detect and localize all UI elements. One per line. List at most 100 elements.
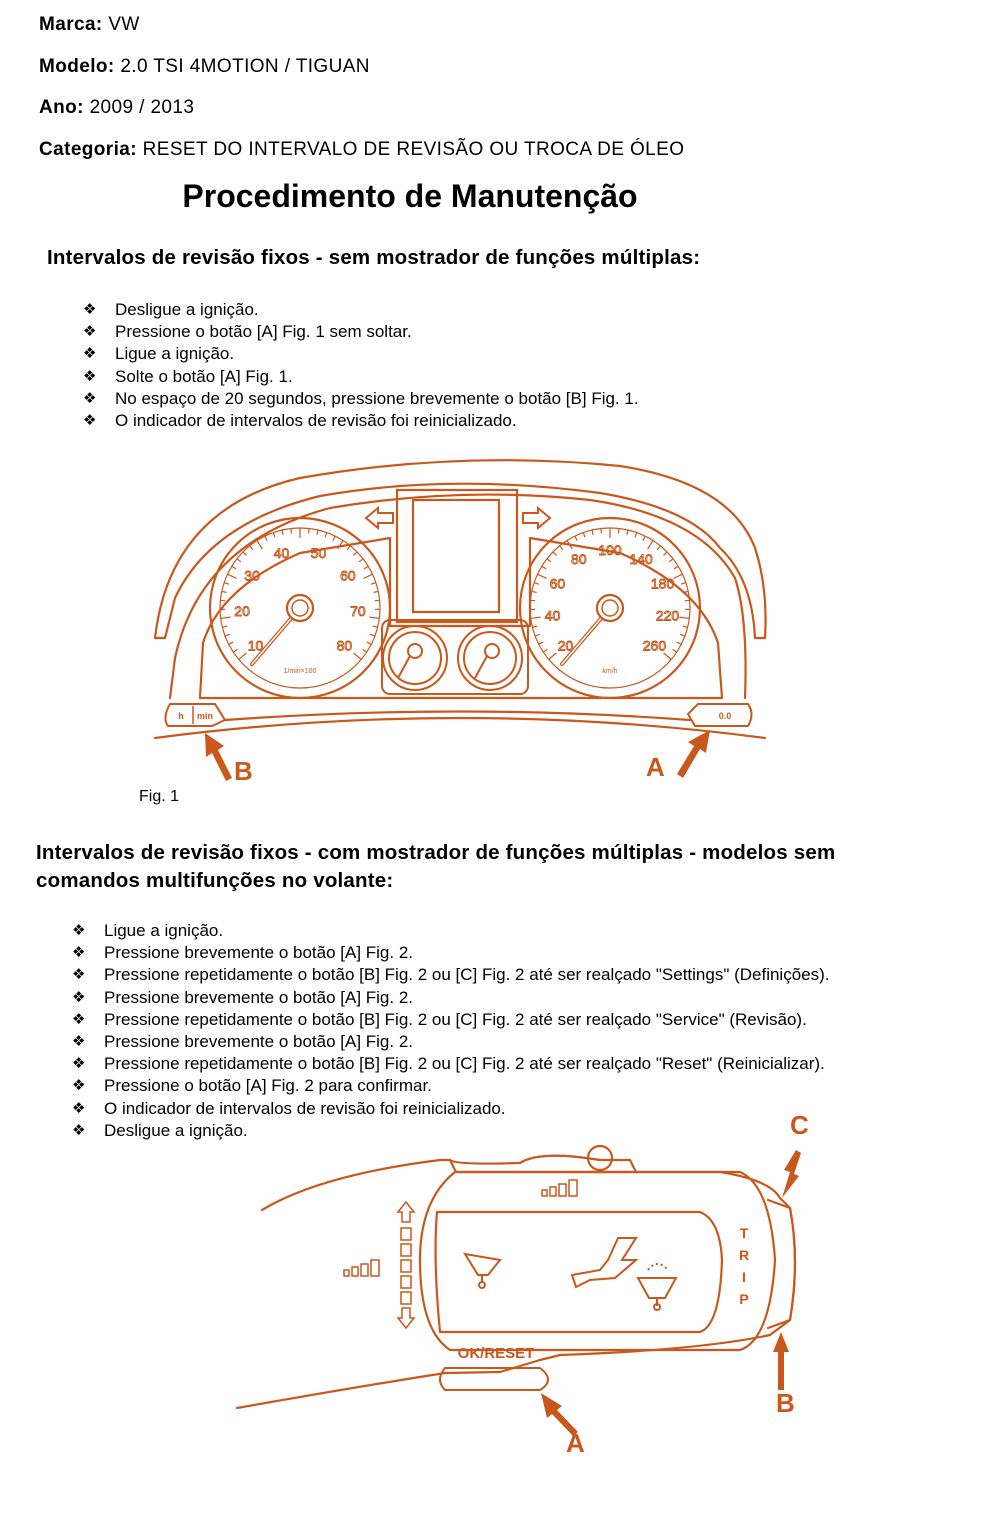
bullet-icon: ❖ [83, 301, 97, 318]
arrow-b2-icon [773, 1332, 789, 1390]
rear-wiper-icon [462, 1252, 502, 1283]
section2-step-text: Ligue a ignição. [104, 921, 224, 940]
gauge-tick-label: 260 [643, 637, 667, 653]
arrow-a-icon [677, 730, 710, 778]
section1-step-text: Pressione o botão [A] Fig. 1 sem soltar. [115, 322, 412, 342]
bullet-icon: ❖ [72, 966, 86, 984]
section1-step: ❖ Ligue a ignição. [83, 343, 639, 365]
gauge-tick-label: 60 [340, 567, 356, 583]
bullet-icon: ❖ [72, 1099, 86, 1117]
btn-trip-label: 0.0 [719, 711, 732, 721]
model-value: 2.0 TSI 4MOTION / TIGUAN [120, 56, 370, 77]
gauge-tick-label: 30 [244, 567, 260, 583]
gauge-tick-label: 40 [545, 608, 561, 624]
bullet-icon: ❖ [83, 411, 97, 429]
arrow-b-icon [205, 733, 232, 781]
label-b: B [234, 756, 253, 786]
cluster-housing [153, 459, 767, 640]
bullet-icon: ❖ [83, 345, 97, 363]
gauge-hub [595, 593, 625, 623]
gauge-tick-label: 80 [337, 637, 353, 653]
section1-step: ❖ Solte o botão [A] Fig. 1. [83, 366, 639, 388]
brand-value: VW [108, 14, 140, 35]
year-value: 2009 / 2013 [89, 97, 195, 118]
section1-step-text: Desligue a ignição. [115, 300, 259, 319]
gauge-tick-label: 100 [598, 542, 622, 558]
button-a-trip[interactable]: 0.0 [686, 703, 753, 727]
section2-step: ❖Pressione repetidamente o botão [B] Fig… [72, 964, 830, 986]
section1-step-text: Solte o botão [A] Fig. 1. [115, 366, 293, 386]
bullet-icon: ❖ [72, 922, 86, 939]
year-line: Ano: 2009 / 2013 [39, 97, 194, 119]
gauge-tick-label: 40 [274, 545, 290, 561]
category-value: RESET DO INTERVALO DE REVISÃO OU TROCA D… [142, 139, 685, 160]
left-turn-arrow-icon [364, 505, 394, 531]
section2-step-text: O indicador de intervalos de revisão foi… [104, 1098, 506, 1118]
gauge-tick-label: 80 [571, 551, 587, 567]
section2-step: ❖ Pressione repetidamente o botão [B] Fig… [72, 1053, 830, 1075]
center-display-frame [395, 488, 519, 624]
page-title: Procedimento de Manutenção [182, 178, 638, 214]
section2-step-text: Desligue a ignição. [104, 1120, 248, 1140]
trip-letter-p: P [739, 1291, 748, 1307]
section2-step: ❖Pressione repetidamente o botão [B] Fig… [72, 1009, 830, 1031]
section2-step: ❖Pressione brevemente o botão [A] Fig. 2… [72, 987, 830, 1009]
bullet-icon: ❖ [72, 944, 86, 962]
section2-step: ❖ O indicador de intervalos de revisão fo… [72, 1098, 830, 1120]
trip-letter-t: T [740, 1225, 749, 1241]
temp-gauge [463, 631, 517, 685]
label-b2: B [776, 1388, 795, 1418]
arrow-a2-icon [541, 1393, 578, 1436]
bullet-icon: ❖ [83, 323, 97, 341]
year-label: Ano: [39, 97, 84, 118]
gauge-unit-label: 1/min×100 [284, 668, 317, 675]
gauge-tick-label: 180 [651, 575, 675, 591]
bullet-icon: ❖ [72, 1077, 86, 1095]
button-b-h-min[interactable]: h min [164, 703, 227, 727]
bullet-icon: ❖ [83, 367, 97, 385]
section1-step-text: Ligue a ignição. [115, 344, 235, 364]
bullet-icon: ❖ [72, 1055, 86, 1073]
section1-step: ❖ O indicador de intervalos de revisão fo… [83, 410, 639, 432]
section1-step: ❖ Desligue a ignição. [83, 299, 639, 321]
section2-step-text: Pressione o botão [A] Fig. 2 para confir… [104, 1076, 432, 1096]
section1-heading: Intervalos de revisão fixos - sem mostra… [47, 246, 701, 269]
brand-line: Marca: VW [39, 14, 140, 36]
gauge-tick-label: 20 [234, 603, 250, 619]
section2-step-text: Pressione repetidamente o botão [B] Fig.… [104, 1054, 825, 1074]
section2-heading-line1: Intervalos de revisão fixos - com mostra… [36, 841, 836, 864]
right-turn-arrow-icon [522, 505, 552, 531]
figure-1-caption: Fig. 1 [139, 788, 180, 805]
btn-min-label: min [197, 711, 213, 721]
section1-step: ❖No espaço de 20 segundos, pressione bre… [83, 388, 639, 410]
section1-step: ❖ Pressione o botão [A] Fig. 1 sem soltar… [83, 321, 639, 343]
section1-steps: ❖ Desligue a ignição. ❖ Pressione o botão [… [83, 299, 639, 432]
section2-step-text: Pressione brevemente o botão [A] Fig. 2. [104, 1031, 414, 1051]
gauge-tick-label: 10 [248, 637, 264, 653]
ok-reset-label: OK/RESET [458, 1345, 535, 1362]
section2-heading-line2: comandos multifunções no volante: [36, 869, 394, 892]
gauge-tick-label: 220 [656, 608, 680, 624]
bullet-icon: ❖ [72, 1121, 86, 1139]
intermittent-scale-top [541, 1179, 578, 1197]
washer-icon [636, 1277, 678, 1306]
section1-step-text: O indicador de intervalos de revisão foi… [115, 410, 517, 430]
model-line: Modelo: 2.0 TSI 4MOTION / TIGUAN [39, 56, 370, 78]
figure-2-wiper-stalk: T R I P OK/RESET C B A [235, 1110, 809, 1458]
section2-step-text: Pressione brevemente o botão [A] Fig. 2. [104, 943, 414, 963]
section2-step-text: Pressione brevemente o botão [A] Fig. 2. [104, 987, 414, 1007]
wiper-speed-icon [570, 1237, 639, 1289]
gauge-tick-label: 60 [550, 575, 566, 591]
section1-step-text: No espaço de 20 segundos, pressione brev… [115, 388, 639, 408]
trip-letter-i: I [742, 1269, 746, 1285]
label-a2: A [566, 1428, 585, 1458]
gauge-hub [285, 593, 315, 623]
btn-h-label: h [178, 711, 184, 721]
ok-reset-button[interactable]: OK/RESET [439, 1345, 549, 1391]
label-c: C [790, 1110, 809, 1140]
trip-letter-r: R [739, 1247, 749, 1263]
stalk-body [235, 1154, 797, 1410]
brand-label: Marca: [39, 14, 103, 35]
